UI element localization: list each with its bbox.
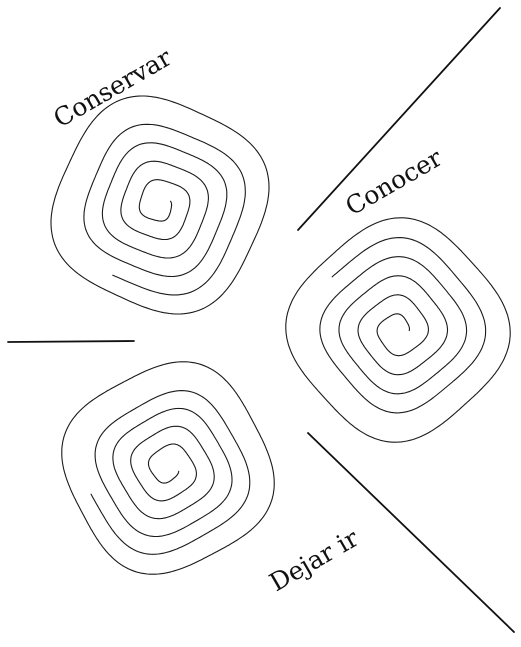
label-conocer: Conocer xyxy=(341,143,447,221)
divider-line-top-right xyxy=(298,8,500,230)
spiral-top-coil xyxy=(84,124,245,295)
spiral-bottom-left xyxy=(62,362,274,574)
label-dejar-ir: Dejar ir xyxy=(265,523,364,597)
spiral-right xyxy=(286,218,510,442)
divider-line-left xyxy=(8,341,134,342)
spiral-top-outer-loop xyxy=(51,96,269,314)
spiral-top-left xyxy=(51,96,269,314)
label-conservar: Conservar xyxy=(49,43,177,134)
spiral-bottom-outer-loop xyxy=(62,362,274,574)
spiral-right-coil xyxy=(320,238,486,413)
spiral-bottom-coil xyxy=(91,391,250,555)
